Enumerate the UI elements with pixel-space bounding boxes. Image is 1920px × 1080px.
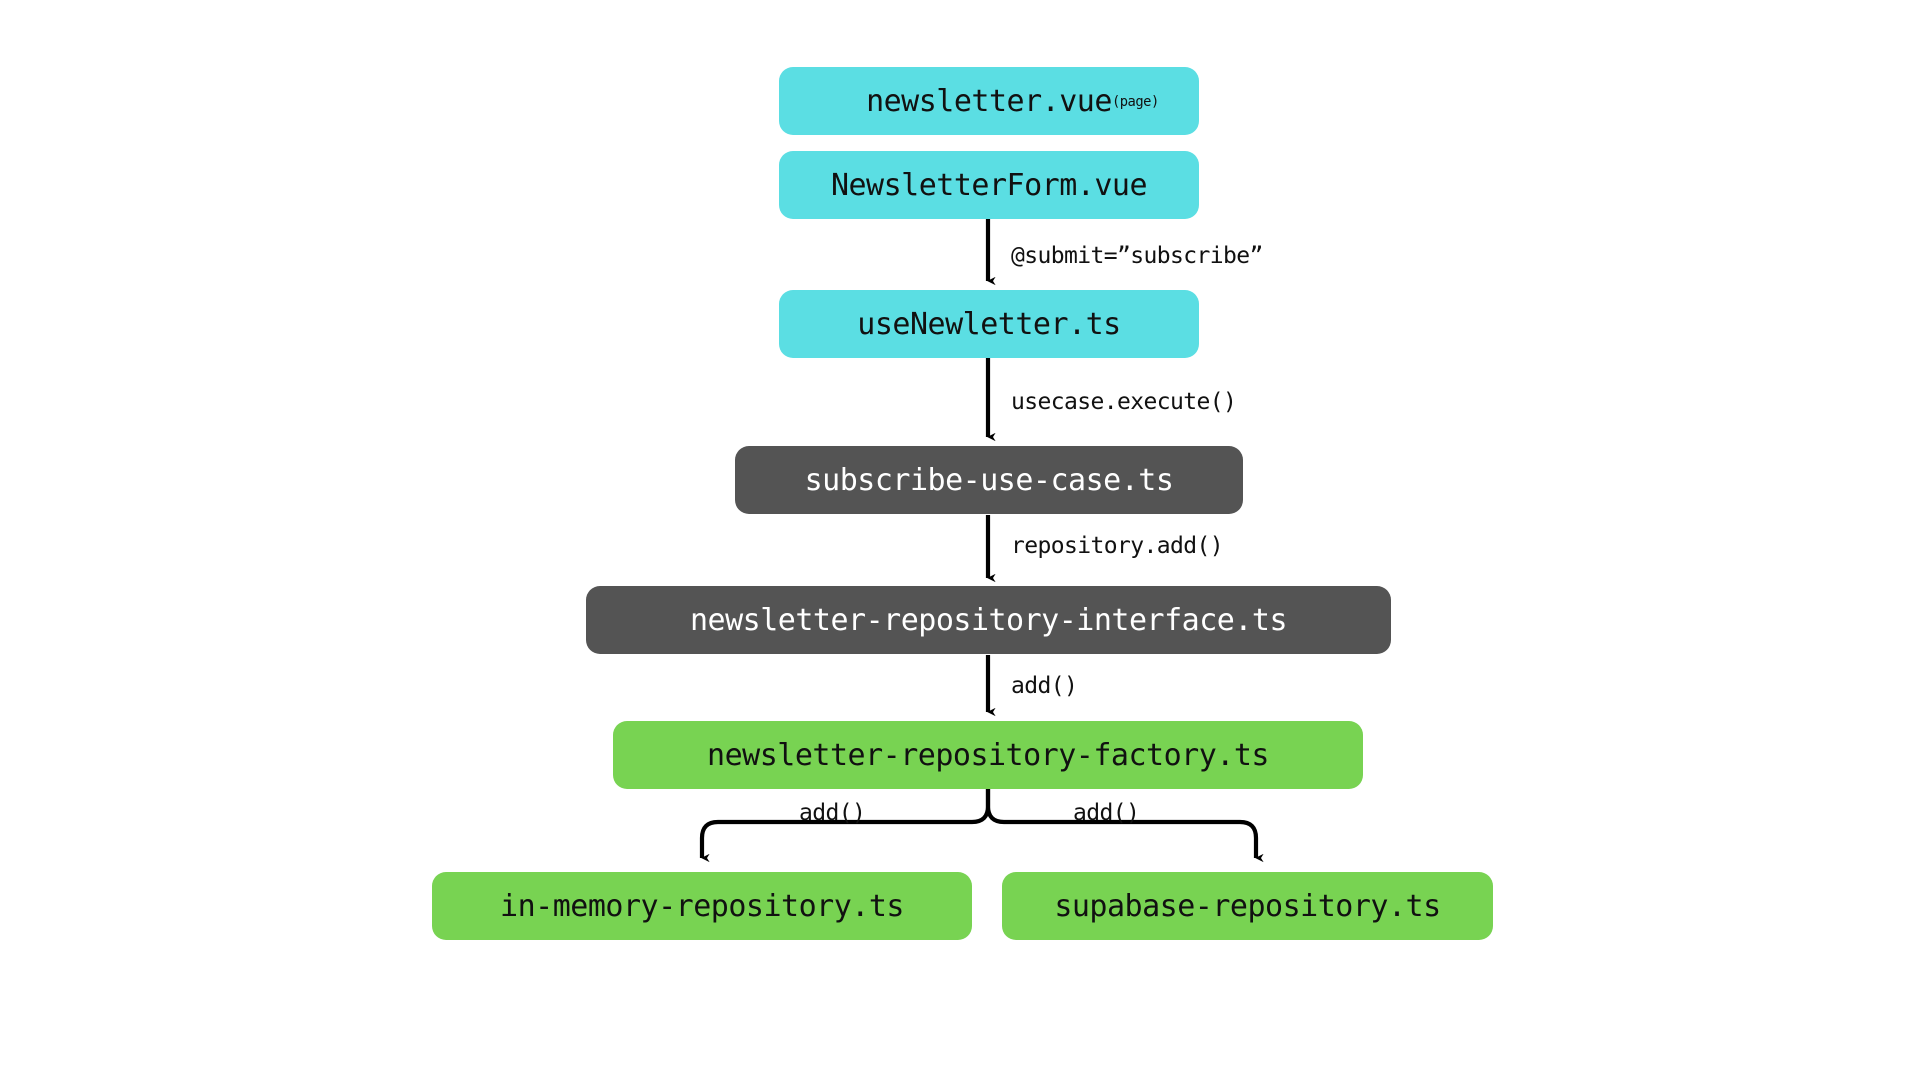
node-newsletter-form-vue[interactable]: NewsletterForm.vue xyxy=(779,151,1199,219)
node-label-text: newsletter-repository-interface.ts xyxy=(689,602,1288,638)
node-label-wrapper: newsletter.vue(page) xyxy=(866,83,1159,119)
node-newsletter-repository-interface-ts[interactable]: newsletter-repository-interface.ts xyxy=(586,586,1391,654)
node-newsletter-repository-factory-ts[interactable]: newsletter-repository-factory.ts xyxy=(613,721,1363,789)
node-use-newletter-ts[interactable]: useNewletter.ts xyxy=(779,290,1199,358)
node-label-text: subscribe-use-case.ts xyxy=(804,462,1174,498)
edge-label-e2: usecase.execute() xyxy=(1011,389,1237,415)
edge-label-e5: add() xyxy=(799,800,866,826)
node-superscript-page: (page) xyxy=(1111,94,1159,111)
edge-label-e6: add() xyxy=(1073,800,1140,826)
node-label-text: useNewletter.ts xyxy=(857,306,1121,342)
node-label-text: NewsletterForm.vue xyxy=(830,167,1148,203)
node-supabase-repository-ts[interactable]: supabase-repository.ts xyxy=(1002,872,1493,940)
node-newsletter-vue[interactable]: newsletter.vue(page) xyxy=(779,67,1199,135)
node-in-memory-repository-ts[interactable]: in-memory-repository.ts xyxy=(432,872,972,940)
edge-label-e1: @submit=”subscribe” xyxy=(1011,243,1263,269)
node-label-text: supabase-repository.ts xyxy=(1054,888,1441,924)
node-label-text: newsletter.vue xyxy=(866,83,1112,119)
node-label-text: newsletter-repository-factory.ts xyxy=(707,737,1269,773)
edge-label-e3: repository.add() xyxy=(1011,533,1224,559)
node-subscribe-use-case-ts[interactable]: subscribe-use-case.ts xyxy=(735,446,1243,514)
edge-label-e4: add() xyxy=(1011,673,1078,699)
node-label-text: in-memory-repository.ts xyxy=(500,888,904,924)
